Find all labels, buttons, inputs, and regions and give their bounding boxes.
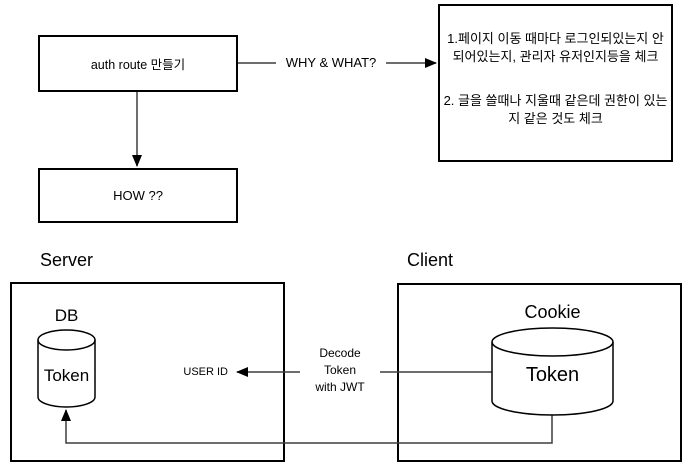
why-what-edge-label: WHY & WHAT? [276, 54, 386, 72]
auth-route-node: auth route 만들기 [38, 35, 238, 92]
db-label: DB [54, 306, 79, 325]
how-label: HOW ?? [113, 188, 163, 203]
cookie-label: Cookie [524, 302, 581, 322]
server-section-label: Server [40, 250, 94, 270]
user-id-label: USER ID [183, 366, 228, 378]
note-paragraph-2: 2. 글을 쓸때나 지울때 같은데 권한이 있는지 같은 것도 체크 [443, 93, 668, 126]
how-node: HOW ?? [38, 168, 238, 223]
why-what-note-node: 1.페이지 이동 때마다 로그인되있는지 안되어있는지, 관리자 유저인지등을 … [438, 4, 673, 162]
db-token-label: Token [43, 366, 90, 385]
client-section-label: Client [407, 250, 454, 270]
decode-token-edge-label: Decode Token with JWT [300, 345, 380, 396]
cookie-token-label: Token [525, 364, 580, 386]
note-paragraph-1: 1.페이지 이동 때마다 로그인되있는지 안되어있는지, 관리자 유저인지등을 … [447, 31, 664, 64]
auth-route-label: auth route 만들기 [90, 58, 186, 72]
